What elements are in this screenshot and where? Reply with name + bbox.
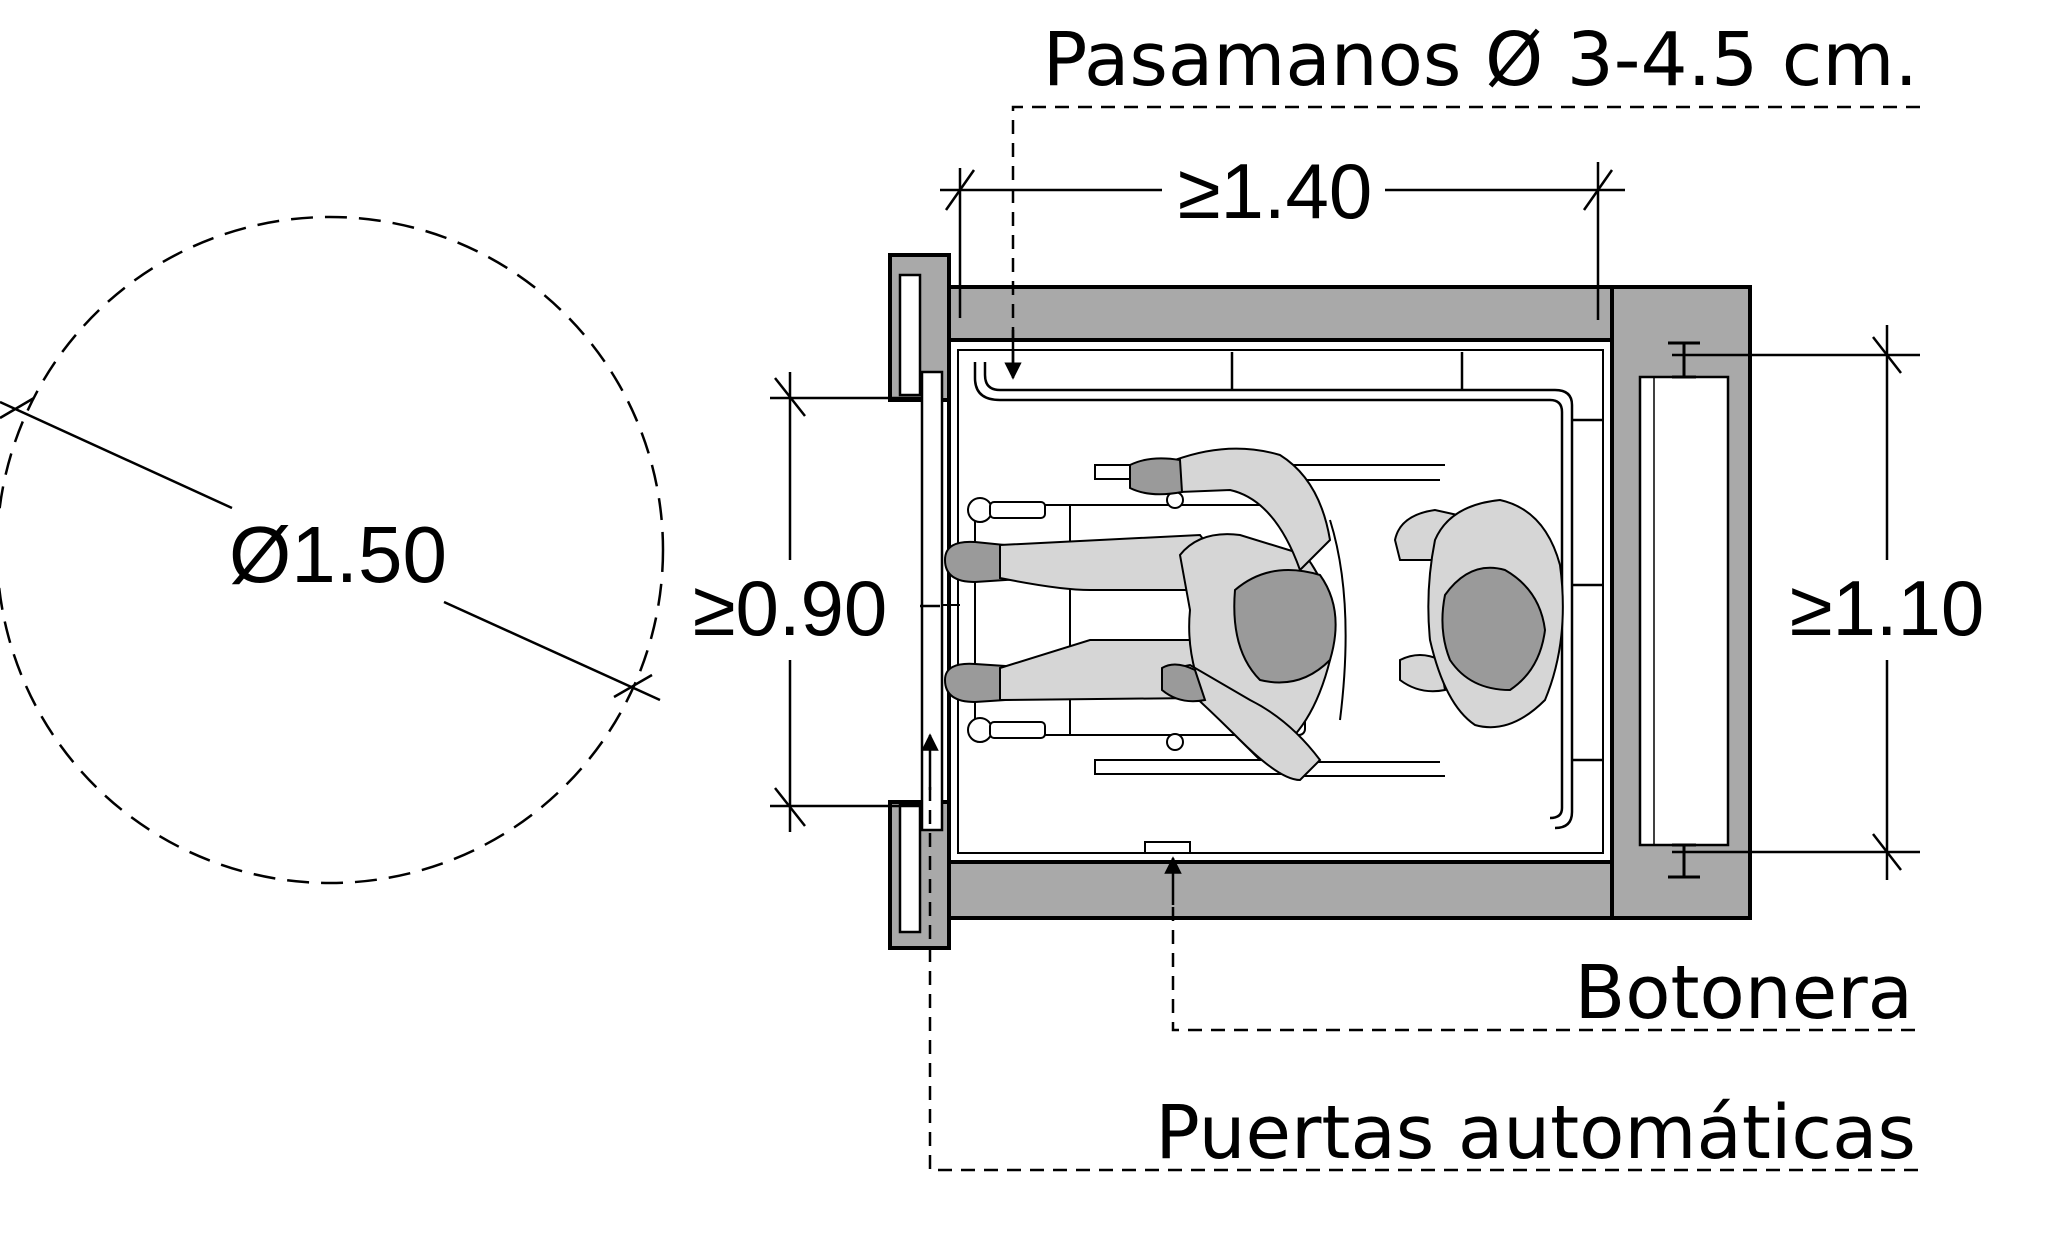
automatic-doors (898, 273, 960, 934)
button-panel-callout-label: Botonera (1574, 950, 1913, 1036)
callout-button-panel (1164, 856, 1915, 1032)
handrail-inner (973, 362, 1564, 820)
diameter-line-left (0, 400, 233, 510)
tick-width-top (1872, 336, 1902, 374)
leader-handrail (1011, 105, 1920, 376)
tick-door-bottom (774, 787, 806, 827)
counterweight-block (1638, 375, 1730, 847)
handrail-callout-label: Pasamanos Ø 3-4.5 cm. (1043, 17, 1918, 103)
standing-person-figure (1393, 498, 1564, 729)
turning-circle: Ø1.50 (0, 215, 665, 885)
arm-upper (1173, 447, 1332, 572)
door-panel-sliding (920, 370, 944, 832)
cabin-inner-outline (957, 349, 1604, 854)
cabin-width-label: ≥1.10 (1790, 564, 1985, 652)
leg-upper (999, 533, 1211, 591)
door-leaf-lower (898, 803, 922, 934)
diameter-line-right (443, 600, 661, 702)
turning-circle-label: Ø1.50 (229, 510, 447, 599)
button-panel (1144, 841, 1191, 854)
door-leaf-upper (898, 273, 922, 397)
callout-handrail (1004, 105, 1920, 380)
door-width-label: ≥0.90 (693, 564, 888, 652)
handrail-outer (983, 362, 1574, 830)
dimension-cabin-length (940, 162, 1625, 320)
tick-width-bottom (1872, 833, 1902, 871)
diameter-tick-left (0, 396, 35, 420)
handrail (973, 352, 1603, 830)
diameter-tick-right (613, 673, 653, 699)
hand-upper (1129, 457, 1184, 496)
dimension-cabin-width (1672, 325, 1920, 880)
leader-button-panel (1171, 900, 1915, 1032)
dimension-door-width (770, 372, 940, 832)
leader-automatic-doors (928, 780, 1918, 1172)
cabin-length-label: ≥1.40 (1178, 147, 1373, 235)
hand-lower (1161, 663, 1207, 703)
counterweight (1638, 341, 1730, 879)
guide-rail-top (1668, 341, 1700, 379)
companion-arm-lower (1399, 654, 1447, 693)
head (1233, 569, 1337, 684)
tick-door-top (774, 377, 806, 417)
guide-rail-bottom (1668, 843, 1700, 879)
wheelchair-user-figure (943, 447, 1445, 782)
callout-automatic-doors (921, 733, 1918, 1172)
tick-length-right (1582, 169, 1614, 211)
tick-length-left (944, 169, 976, 211)
companion-head (1441, 566, 1547, 692)
backrest (1329, 519, 1347, 721)
automatic-doors-callout-label: Puertas automáticas (1155, 1090, 1916, 1176)
